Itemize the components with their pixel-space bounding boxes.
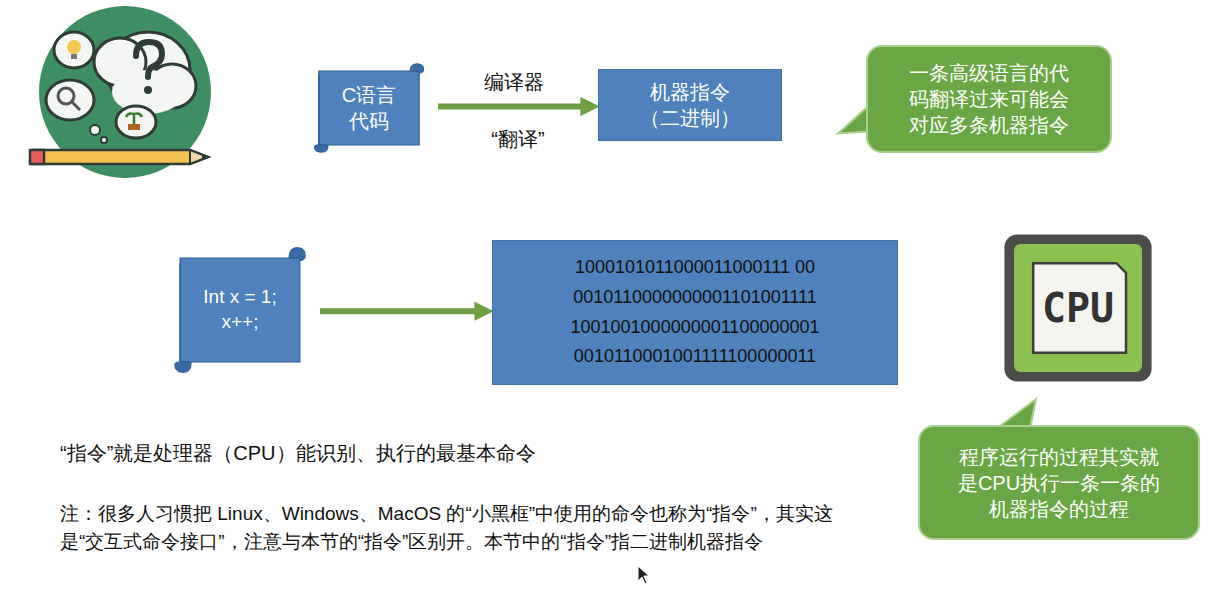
- scroll-outline: [312, 62, 426, 154]
- process-box: 机器指令（二进制）: [598, 69, 782, 141]
- code-scroll: C语言代码: [312, 62, 426, 154]
- code-scroll: Int x = 1;x++;: [172, 245, 308, 375]
- callout-text: 一条高级语言的代码翻译过来可能会对应多条机器指令: [906, 60, 1072, 138]
- flow-arrow: [438, 104, 590, 110]
- node-text: 机器指令: [650, 79, 730, 105]
- node-text: C语言代码: [338, 82, 400, 134]
- edge-label: 编译器: [484, 69, 544, 96]
- note-text: “指令”就是处理器（CPU）能识别、执行的最基本命令: [60, 440, 820, 466]
- node-text: Int x = 1;: [203, 285, 276, 310]
- node-text: x++;: [222, 310, 259, 335]
- scroll-outline: [172, 245, 308, 375]
- thinking-illustration: [30, 6, 211, 178]
- flow-arrow: [320, 308, 484, 314]
- node-text: 0010110001001111100000011: [574, 342, 816, 372]
- note-callout: 一条高级语言的代码翻译过来可能会对应多条机器指令: [866, 45, 1112, 153]
- note-text: 注：很多人习惯把 Linux、Windows、MacOS 的“小黑框”中使用的命…: [60, 500, 860, 555]
- edge-label: “翻译”: [491, 126, 544, 152]
- note-callout: 程序运行的过程其实就是CPU执行一条一条的机器指令的过程: [918, 425, 1200, 540]
- node-text: CPU: [1042, 282, 1114, 334]
- binary-box: 1000101011000011000111 00001011000000000…: [492, 240, 898, 385]
- mouse-cursor: [638, 566, 649, 584]
- node-text: （二进制）: [640, 105, 740, 131]
- node-text: 0010110000000001101001111: [573, 283, 817, 313]
- node-text: 1000101011000011000111 00: [575, 253, 815, 283]
- callout-text: 程序运行的过程其实就是CPU执行一条一条的机器指令的过程: [955, 444, 1163, 522]
- cpu-chip: CPU: [998, 228, 1158, 388]
- node-text: 1001001000000001100000001: [571, 313, 820, 343]
